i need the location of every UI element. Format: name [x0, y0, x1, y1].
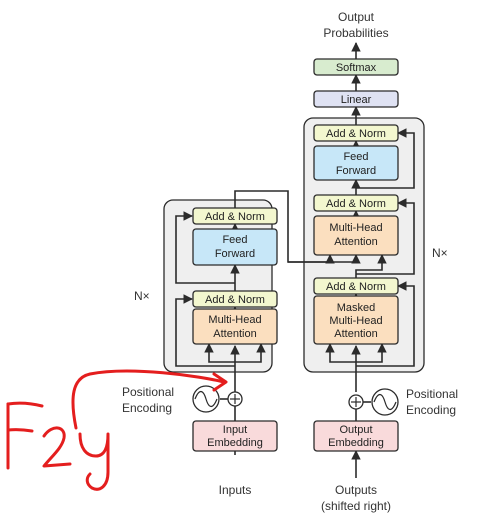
- input-embedding-line1: Input: [223, 424, 247, 436]
- decoder-add-icon: [348, 394, 364, 410]
- encoder-stack: [163, 199, 273, 373]
- output-embedding-line1: Output: [339, 424, 372, 436]
- encoder-add-norm-top: [192, 207, 278, 225]
- output-embedding-line2: Embedding: [328, 437, 384, 449]
- sine-wave-icon: [371, 388, 399, 416]
- masked-line1: Masked: [337, 302, 376, 314]
- decoder-add-norm-bottom: [313, 277, 399, 295]
- output-label-line2: Probabilities: [323, 26, 388, 40]
- decoder-mha-line1: Multi-Head: [329, 222, 382, 234]
- encoder-self-attention: [192, 308, 278, 345]
- pos-enc-left-line2: Encoding: [122, 401, 172, 415]
- decoder-ff-line2: Forward: [336, 165, 376, 177]
- masked-line2: Multi-Head: [329, 315, 382, 327]
- encoder-add-norm-bottom-label: Add & Norm: [205, 294, 265, 306]
- pos-enc-right-line1: Positional: [406, 387, 458, 401]
- softmax-label: Softmax: [336, 62, 377, 74]
- encoder-add-norm-bottom: [192, 290, 278, 308]
- output-embedding-block: [313, 420, 399, 452]
- inputs-label: Inputs: [219, 483, 252, 497]
- encoder-repeat-label: N×: [134, 289, 150, 303]
- linear-label: Linear: [341, 94, 372, 106]
- encoder-ff-line1: Feed: [222, 234, 247, 246]
- decoder-add-norm-bottom-label: Add & Norm: [326, 281, 386, 293]
- linear-block: [313, 90, 399, 108]
- outputs-label-line1: Outputs: [335, 483, 377, 497]
- decoder-repeat-label: N×: [432, 246, 448, 260]
- softmax-block: [313, 58, 399, 76]
- encoder-mha-line2: Attention: [213, 328, 256, 340]
- masked-line3: Attention: [334, 328, 377, 340]
- output-label-line1: Output: [338, 10, 375, 24]
- decoder-mha-line2: Attention: [334, 236, 377, 248]
- input-embedding-line2: Embedding: [207, 437, 263, 449]
- decoder-ff-line1: Feed: [343, 151, 368, 163]
- input-embedding-block: [192, 420, 278, 452]
- handwritten-annotation: [6, 369, 228, 491]
- decoder-masked-attention: [313, 295, 399, 345]
- outputs-label-line2: (shifted right): [321, 499, 391, 513]
- encoder-add-icon: [227, 391, 243, 407]
- decoder-add-norm-top: [313, 124, 399, 142]
- pos-enc-left-line1: Positional: [122, 385, 174, 399]
- sine-wave-icon: [192, 385, 220, 413]
- decoder-cross-attention: [313, 215, 399, 256]
- decoder-add-norm-mid: [313, 194, 399, 212]
- connections: [175, 42, 415, 478]
- decoder-feed-forward: [313, 145, 399, 181]
- decoder-add-norm-mid-label: Add & Norm: [326, 198, 386, 210]
- pos-enc-right-line2: Encoding: [406, 403, 456, 417]
- encoder-add-norm-top-label: Add & Norm: [205, 211, 265, 223]
- encoder-ff-line2: Forward: [215, 248, 255, 260]
- encoder-feed-forward: [192, 228, 278, 266]
- decoder-add-norm-top-label: Add & Norm: [326, 128, 386, 140]
- encoder-mha-line1: Multi-Head: [208, 314, 261, 326]
